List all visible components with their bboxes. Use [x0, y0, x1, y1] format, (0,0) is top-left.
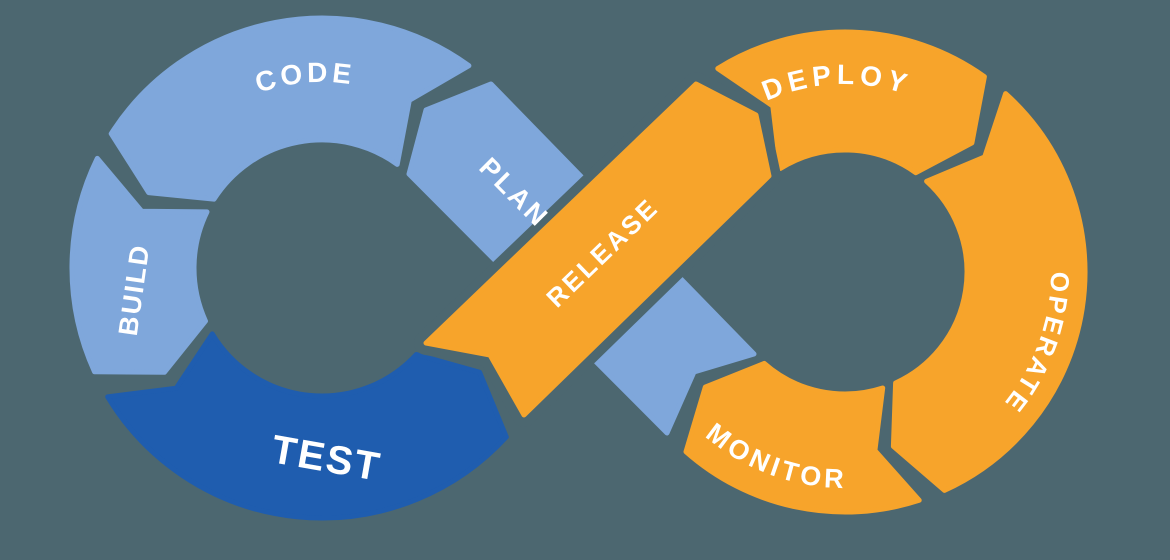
build-arrow-segment — [69, 155, 210, 375]
deploy-arrow-segment — [715, 29, 987, 176]
test-arrow-segment — [105, 331, 509, 521]
left-loop — [69, 15, 509, 521]
right-loop — [683, 29, 1088, 515]
operate-arrow-segment — [890, 91, 1088, 493]
release-arrow-segment — [423, 81, 772, 418]
monitor-arrow-segment — [683, 360, 922, 515]
code-arrow-segment — [108, 15, 472, 202]
